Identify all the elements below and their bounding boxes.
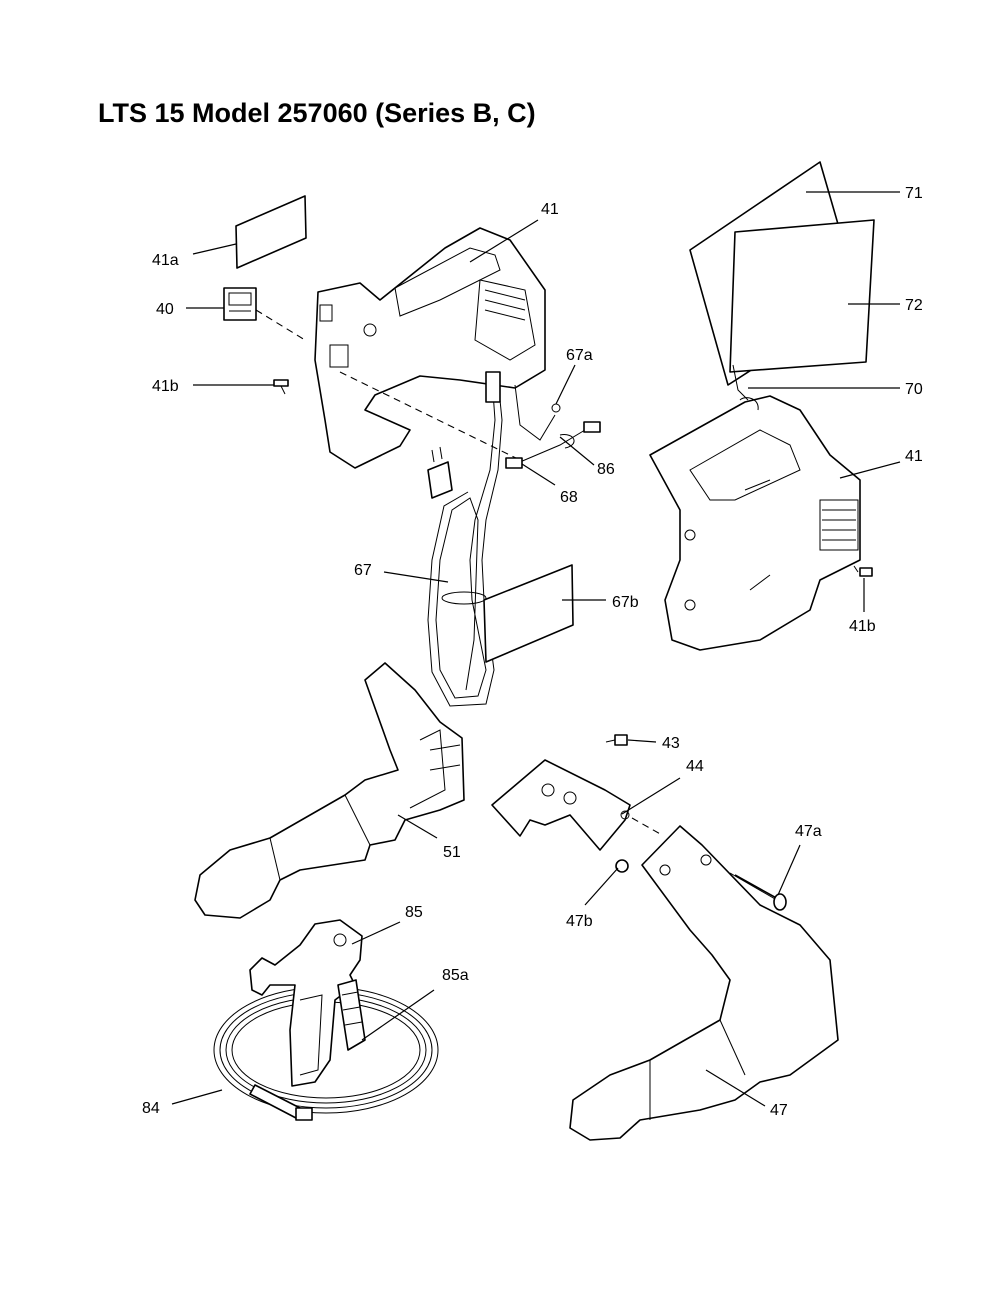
callout-47a: 47a [795, 823, 822, 840]
page-title: LTS 15 Model 257060 (Series B, C) [98, 98, 536, 128]
callout-68: 68 [560, 489, 578, 506]
part-67-power-cord [427, 371, 503, 707]
part-44-bracket [491, 759, 663, 851]
callout-84: 84 [142, 1100, 160, 1117]
part-72-manual-sheet [729, 219, 875, 373]
callout-44: 44 [686, 758, 704, 775]
callout-67a: 67a [566, 347, 593, 364]
part-51-left-leg [194, 662, 465, 919]
callout-41a: 41a [152, 252, 179, 269]
callout-51: 51 [443, 844, 461, 861]
part-47-right-leg [569, 825, 839, 1141]
part-68-connector [505, 457, 523, 469]
callout-70: 70 [905, 381, 923, 398]
part-47a-bolt [729, 872, 787, 911]
callout-86: 86 [597, 461, 615, 478]
part-41-housing-right [649, 395, 861, 651]
part-41b-screw-right [853, 565, 873, 577]
callout-41-right: 41 [905, 448, 923, 465]
callout-85a: 85a [442, 967, 469, 984]
callout-67: 67 [354, 562, 372, 579]
callout-47: 47 [770, 1102, 788, 1119]
part-43-bolt [605, 734, 628, 746]
part-41-housing-left [314, 227, 546, 469]
part-47b-nut [615, 859, 629, 873]
callout-41b-right: 41b [849, 618, 876, 635]
callout-labels: 41a 40 41b 41 67a 86 68 67 67b 71 72 70 … [142, 185, 923, 1119]
part-85-spray-gun [249, 919, 366, 1087]
part-67b-label-card [483, 564, 574, 663]
callout-40: 40 [156, 301, 174, 318]
leader-lines [171, 191, 901, 1107]
part-86-wire-lead [519, 421, 601, 463]
callout-67b: 67b [612, 594, 639, 611]
callout-41-top: 41 [541, 201, 559, 218]
part-70-hook [732, 364, 749, 401]
callout-85: 85 [405, 904, 423, 921]
part-41b-screw-left [273, 379, 289, 395]
callout-47b: 47b [566, 913, 593, 930]
callout-72: 72 [905, 297, 923, 314]
callout-41b-left: 41b [152, 378, 179, 395]
part-40-switch [223, 287, 306, 341]
part-41a-label-card [235, 195, 307, 269]
part-67a-wire-clip [514, 384, 561, 441]
callout-71: 71 [905, 185, 923, 202]
callout-43: 43 [662, 735, 680, 752]
